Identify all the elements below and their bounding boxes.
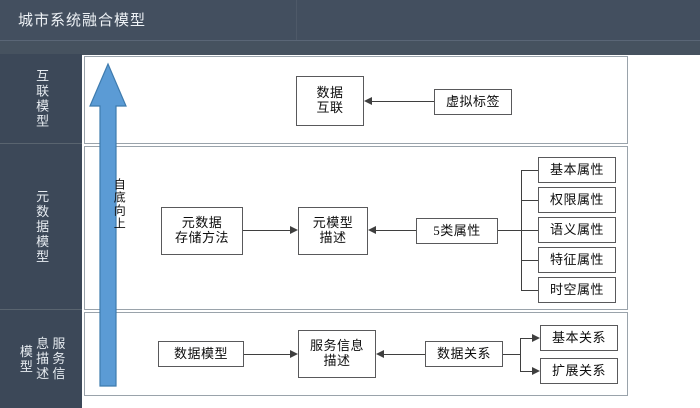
node-data-interconnect[interactable]: 数据 互联 bbox=[296, 76, 364, 126]
arrowhead-icon bbox=[376, 349, 384, 358]
node-label: 基本关系 bbox=[551, 329, 606, 345]
node-basic-relation[interactable]: 基本关系 bbox=[540, 325, 618, 351]
node-label: 数据模型 bbox=[173, 345, 228, 361]
node-label: 服务信息 描述 bbox=[309, 338, 364, 368]
connector-branch-extended-relation bbox=[520, 371, 533, 373]
node-label: 特征属性 bbox=[549, 251, 604, 267]
arrowhead-icon bbox=[532, 333, 540, 342]
node-five-attribute-types[interactable]: 5类属性 bbox=[416, 218, 498, 244]
node-basic-attribute[interactable]: 基本属性 bbox=[538, 157, 616, 183]
node-data-model[interactable]: 数据模型 bbox=[158, 341, 244, 367]
node-virtual-tag[interactable]: 虚拟标签 bbox=[434, 89, 512, 115]
node-data-relation[interactable]: 数据关系 bbox=[425, 341, 503, 367]
arrowhead-icon bbox=[364, 96, 372, 105]
connector-datamodel-to-serviceinfo bbox=[244, 354, 290, 356]
node-extended-relation[interactable]: 扩展关系 bbox=[540, 358, 618, 384]
connector-branch-semantic-attribute bbox=[521, 230, 538, 232]
connector-attributes-to-metamodel bbox=[376, 230, 416, 232]
connector-storage-to-metamodel bbox=[243, 230, 290, 232]
bottom-up-arrow-icon bbox=[89, 62, 127, 387]
node-label: 元模型 描述 bbox=[312, 215, 354, 245]
sidebar-item-service-info-description-model[interactable]: 服务信息描述模型 bbox=[0, 310, 82, 408]
connector-virtualtag-to-interconnect bbox=[372, 101, 434, 103]
connector-branch-basic-relation bbox=[520, 338, 533, 340]
node-metadata-storage-method[interactable]: 元数据 存储方法 bbox=[161, 207, 243, 255]
node-label: 扩展关系 bbox=[551, 362, 606, 378]
connector-relations-stem bbox=[503, 354, 521, 356]
title-bar bbox=[0, 0, 700, 40]
connector-datarelation-to-serviceinfo bbox=[384, 354, 425, 356]
node-label: 5类属性 bbox=[433, 222, 481, 238]
node-label: 数据关系 bbox=[436, 345, 491, 361]
arrowhead-icon bbox=[532, 366, 540, 375]
connector-attributes-stem bbox=[498, 230, 522, 232]
bottom-up-arrow-label: 自底向上 bbox=[112, 178, 127, 230]
node-label: 时空属性 bbox=[549, 281, 604, 297]
node-feature-attribute[interactable]: 特征属性 bbox=[538, 247, 616, 273]
node-semantic-attribute[interactable]: 语义属性 bbox=[538, 217, 616, 243]
connector-branch-basic-attribute bbox=[521, 170, 538, 172]
sidebar-item-label: 元数据模型 bbox=[34, 189, 50, 264]
sidebar-item-label: 互联模型 bbox=[34, 68, 50, 129]
sidebar-item-interconnect-model[interactable]: 互联模型 bbox=[0, 54, 82, 144]
arrowhead-icon bbox=[290, 225, 298, 234]
arrowhead-icon bbox=[368, 225, 376, 234]
node-label: 权限属性 bbox=[549, 191, 604, 207]
node-label: 数据 互联 bbox=[316, 85, 344, 115]
connector-branch-permission-attribute bbox=[521, 200, 538, 202]
node-label: 基本属性 bbox=[549, 161, 604, 177]
connector-relations-spine bbox=[520, 338, 522, 372]
title-bar-strip bbox=[0, 40, 700, 55]
node-metamodel-description[interactable]: 元模型 描述 bbox=[298, 207, 368, 255]
node-label: 语义属性 bbox=[549, 221, 604, 237]
sidebar-item-metadata-model[interactable]: 元数据模型 bbox=[0, 144, 82, 310]
connector-branch-spatiotemporal-attribute bbox=[521, 290, 538, 292]
node-label: 元数据 存储方法 bbox=[174, 215, 229, 245]
sidebar: 互联模型 元数据模型 服务信息描述模型 bbox=[0, 54, 82, 408]
node-spatiotemporal-attribute[interactable]: 时空属性 bbox=[538, 277, 616, 303]
node-label: 虚拟标签 bbox=[445, 93, 500, 109]
node-service-info-description[interactable]: 服务信息 描述 bbox=[298, 330, 376, 378]
page-title: 城市系统融合模型 bbox=[18, 13, 147, 29]
connector-branch-feature-attribute bbox=[521, 260, 538, 262]
node-permission-attribute[interactable]: 权限属性 bbox=[538, 187, 616, 213]
arrowhead-icon bbox=[290, 349, 298, 358]
sidebar-item-label: 服务信息描述模型 bbox=[17, 336, 66, 382]
